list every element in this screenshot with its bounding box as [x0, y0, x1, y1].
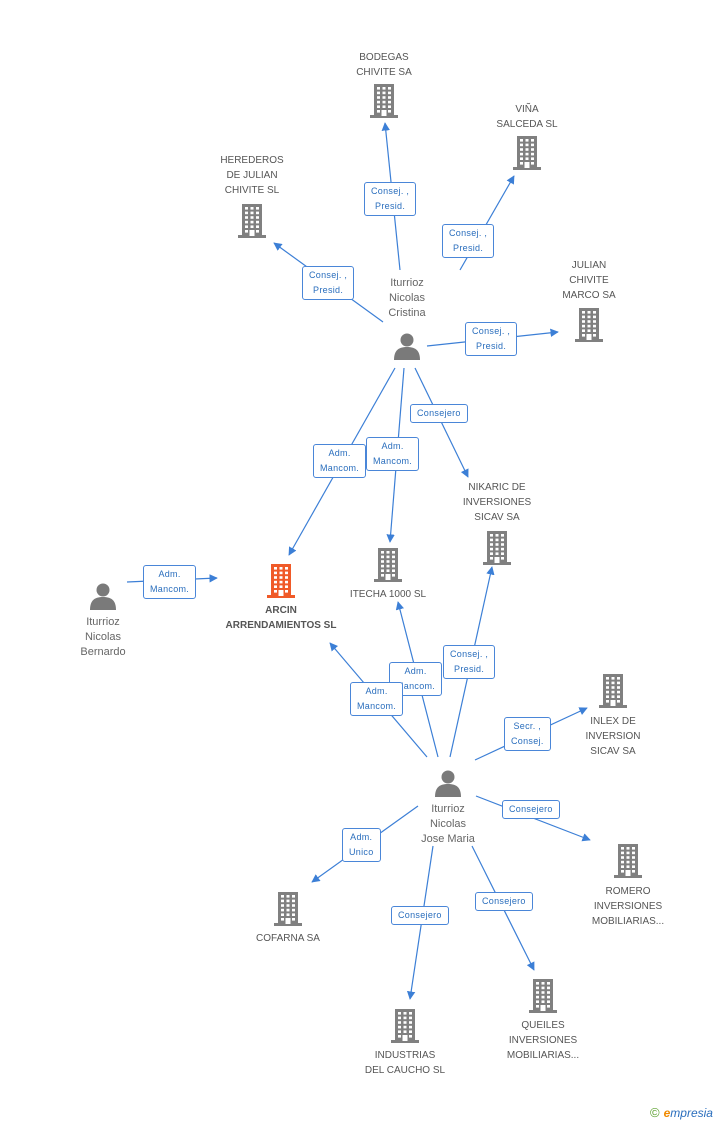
- edge-label-cristina-nikaric[interactable]: Consejero: [410, 404, 468, 423]
- node-label-queiles[interactable]: QUEILES INVERSIONES MOBILIARIAS...: [506, 1020, 580, 1061]
- edge-label-josemaria-queiles[interactable]: Consejero: [475, 892, 533, 911]
- node-label-nikaric[interactable]: NIKARIC DE INVERSIONES SICAV SA: [462, 482, 532, 523]
- edge-label-josemaria-inlex[interactable]: Secr. , Consej.: [504, 717, 551, 751]
- company-building-icon[interactable]: [513, 136, 541, 175]
- edge-label-josemaria-cofarna[interactable]: Adm. Unico: [342, 828, 381, 862]
- person-icon[interactable]: [89, 582, 117, 615]
- brand-first-letter: e: [663, 1106, 671, 1120]
- empresia-logo[interactable]: ©empresia: [650, 1105, 713, 1120]
- node-label-cristina[interactable]: Iturrioz Nicolas Cristina: [388, 277, 426, 319]
- company-building-icon[interactable]: [374, 548, 402, 587]
- edge-label-josemaria-industrias[interactable]: Consejero: [391, 906, 449, 925]
- edge-label-cristina-arcin[interactable]: Adm. Mancom.: [313, 444, 367, 478]
- company-building-icon[interactable]: [599, 674, 627, 713]
- company-building-icon[interactable]: [274, 892, 302, 931]
- company-building-icon[interactable]: [529, 979, 557, 1018]
- edge-label-cristina-bodegas[interactable]: Consej. , Presid.: [364, 182, 417, 216]
- focus-company-building-icon[interactable]: [267, 564, 295, 603]
- node-label-itecha[interactable]: ITECHA 1000 SL: [349, 589, 427, 600]
- person-icon[interactable]: [434, 769, 462, 802]
- node-label-julian[interactable]: JULIAN CHIVITE MARCO SA: [562, 260, 616, 301]
- edge-label-cristina-julian[interactable]: Consej. , Presid.: [465, 322, 518, 356]
- node-label-herederos[interactable]: HEREDEROS DE JULIAN CHIVITE SL: [220, 155, 284, 196]
- company-building-icon[interactable]: [483, 531, 511, 570]
- node-label-romero[interactable]: ROMERO INVERSIONES MOBILIARIAS...: [591, 886, 665, 927]
- company-building-icon[interactable]: [370, 84, 398, 123]
- node-label-inlex[interactable]: INLEX DE INVERSION SICAV SA: [585, 716, 641, 757]
- node-label-josemaria[interactable]: Iturrioz Nicolas Jose Maria: [421, 803, 475, 845]
- company-building-icon[interactable]: [575, 308, 603, 347]
- node-label-bernardo[interactable]: Iturrioz Nicolas Bernardo: [80, 616, 126, 658]
- company-building-icon[interactable]: [391, 1009, 419, 1048]
- copyright-symbol: ©: [650, 1105, 660, 1120]
- company-building-icon[interactable]: [238, 204, 266, 243]
- edge-label-cristina-itecha[interactable]: Adm. Mancom.: [366, 437, 420, 471]
- company-building-icon[interactable]: [614, 844, 642, 883]
- person-icon[interactable]: [393, 332, 421, 365]
- node-label-vina[interactable]: VIÑA SALCEDA SL: [496, 104, 558, 130]
- node-label-cofarna[interactable]: COFARNA SA: [256, 933, 320, 944]
- node-label-industrias[interactable]: INDUSTRIAS DEL CAUCHO SL: [364, 1050, 446, 1076]
- edge-label-josemaria-nikaric[interactable]: Consej. , Presid.: [443, 645, 496, 679]
- edge-label-josemaria-arcin[interactable]: Adm. Mancom.: [350, 682, 404, 716]
- node-label-arcin[interactable]: ARCIN ARRENDAMIENTOS SL: [225, 605, 337, 631]
- edge-label-cristina-herederos[interactable]: Consej. , Presid.: [302, 266, 355, 300]
- edge-label-josemaria-romero[interactable]: Consejero: [502, 800, 560, 819]
- edge-label-cristina-vina[interactable]: Consej. , Presid.: [442, 224, 495, 258]
- brand-name: mpresia: [670, 1106, 713, 1120]
- node-label-bodegas[interactable]: BODEGAS CHIVITE SA: [356, 52, 412, 78]
- edge-label-bernardo-arcin[interactable]: Adm. Mancom.: [143, 565, 197, 599]
- edge-label-josemaria-itecha[interactable]: Adm. Mancom.: [389, 662, 443, 696]
